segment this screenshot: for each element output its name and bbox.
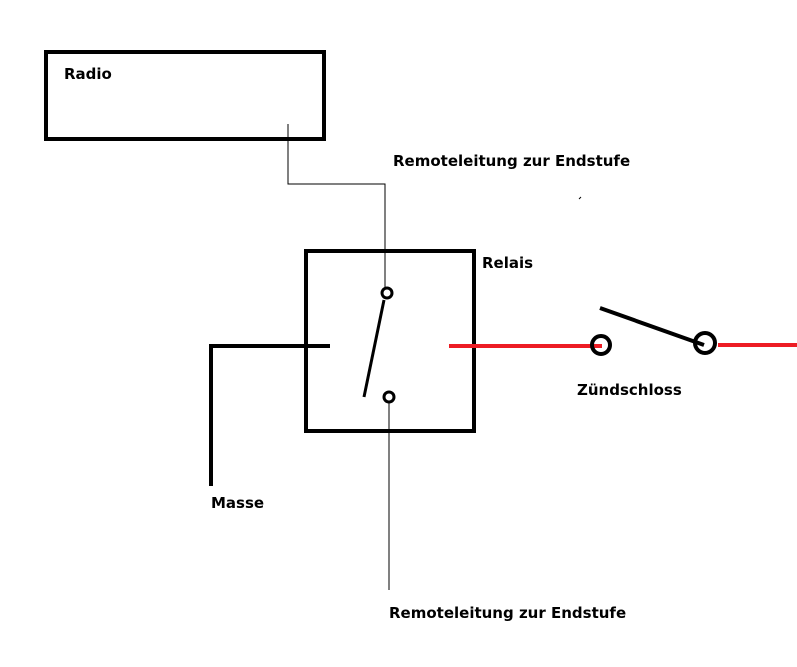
relay-contact-bottom [382, 390, 396, 404]
stray-mark [578, 196, 582, 200]
radio-box [44, 50, 326, 141]
relay-contact-top [380, 286, 394, 300]
relay-label: Relais [482, 254, 534, 272]
ground-label: Masse [211, 494, 265, 512]
ignition-contact-left [590, 334, 612, 356]
radio-label: Radio [64, 65, 112, 83]
ignition-switch-arm [599, 306, 705, 347]
relay-switch-arm [362, 299, 386, 398]
remote-label-bottom: Remoteleitung zur Endstufe [389, 604, 627, 622]
ground-wire [209, 344, 330, 486]
ignition-label: Zündschloss [577, 381, 682, 399]
remote-label-top: Remoteleitung zur Endstufe [393, 152, 631, 170]
remote-wire-top [287, 124, 386, 288]
relay-box [304, 249, 476, 433]
ignition-contact-right [693, 331, 717, 355]
